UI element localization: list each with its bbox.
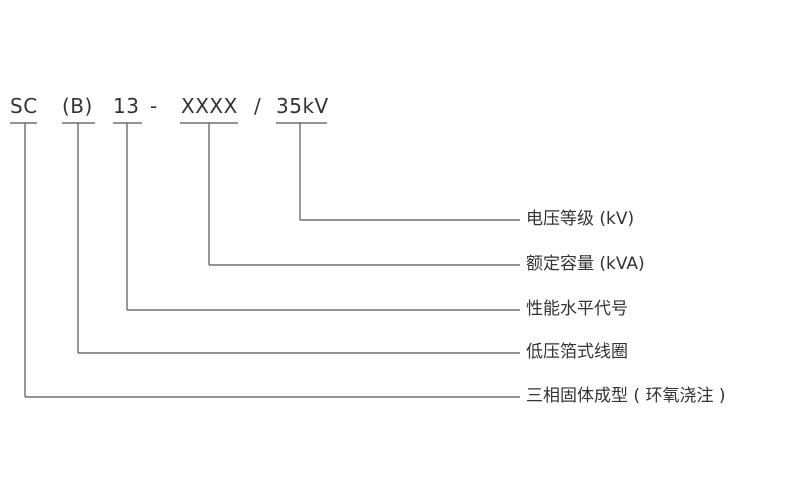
code-level: 13 [113,94,140,118]
code-capacity: XXXX [181,94,238,118]
desc-cast-resin: 三相固体成型 ( 环氧浇注 ) [526,386,726,406]
code-voltage: 35kV [276,94,329,118]
desc-performance-level: 性能水平代号 [526,299,628,319]
desc-foil-winding: 低压箔式线圈 [526,342,628,362]
code-sc: SC [10,94,38,118]
desc-rated-capacity: 额定容量 (kVA) [526,254,645,274]
code-b: (B) [62,94,93,118]
code-slash: / [254,94,262,118]
code-dash: - [150,94,158,118]
desc-voltage-level: 电压等级 (kV) [526,209,635,229]
